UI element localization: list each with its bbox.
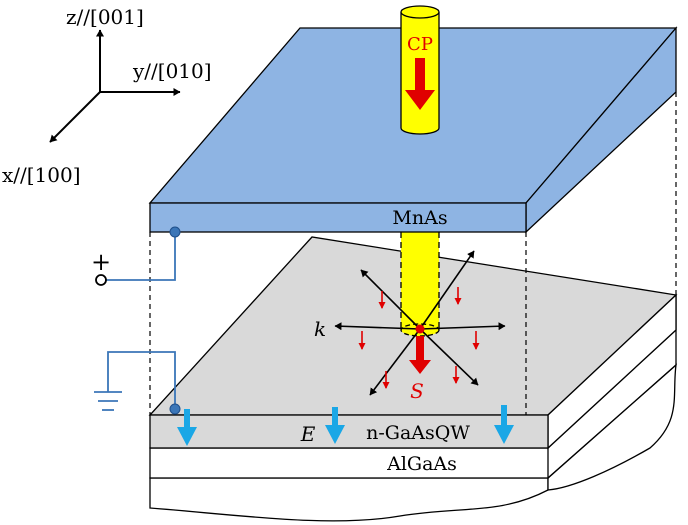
wire-top-contact xyxy=(103,232,176,281)
k-arrow xyxy=(334,322,421,331)
k-arrow xyxy=(419,328,479,386)
projection-lines xyxy=(149,92,677,415)
substrate-body xyxy=(149,477,549,522)
algaas-layer xyxy=(149,447,549,479)
cp-beam-lower xyxy=(400,232,440,337)
mnas-slab: MnAs xyxy=(148,26,678,234)
x-axis-arrow xyxy=(49,91,101,143)
bottom-contact-dot xyxy=(169,403,181,415)
cp-arrow-head xyxy=(405,90,435,110)
k-vector-arrows xyxy=(334,250,506,396)
mnas-front-face xyxy=(149,202,527,233)
spin-origin-dot xyxy=(415,324,425,334)
cp-label: CP xyxy=(407,34,433,55)
substrate-right-side xyxy=(547,363,677,491)
k-label: k xyxy=(314,317,326,341)
field-arrows xyxy=(177,405,514,446)
x-axis-label: x//[100] xyxy=(2,163,81,187)
field-arrow xyxy=(494,405,514,444)
k-arrow xyxy=(419,250,475,330)
k-arrow xyxy=(369,328,421,396)
field-label: E xyxy=(300,422,316,446)
spin-main-arrow xyxy=(409,324,431,374)
plus-label: + xyxy=(91,248,111,276)
coordinate-axes xyxy=(49,29,181,143)
k-arrow xyxy=(360,269,421,330)
mnas-label: MnAs xyxy=(392,207,447,229)
wire-bottom-contact xyxy=(107,351,176,409)
field-arrow xyxy=(177,409,197,446)
field-arrow xyxy=(325,407,345,444)
cp-arrow-shaft xyxy=(415,58,425,92)
gaas-qw-label: n-GaAsQW xyxy=(366,422,470,444)
beam-top xyxy=(400,5,440,19)
cp-beam-upper: CP xyxy=(400,5,440,135)
k-arrow xyxy=(419,322,506,331)
algaas-label: AlGaAs xyxy=(386,453,457,475)
top-contact-dot xyxy=(169,226,181,238)
y-axis-label: y//[010] xyxy=(132,59,212,83)
z-axis-label: z//[001] xyxy=(66,5,144,29)
substrate-stack: AlGaAs xyxy=(149,295,677,522)
circuit xyxy=(94,232,176,411)
spin-label: S xyxy=(410,379,424,403)
spin-arrows xyxy=(358,287,480,389)
positive-terminal xyxy=(95,274,107,286)
gaas-front-face xyxy=(149,414,549,449)
